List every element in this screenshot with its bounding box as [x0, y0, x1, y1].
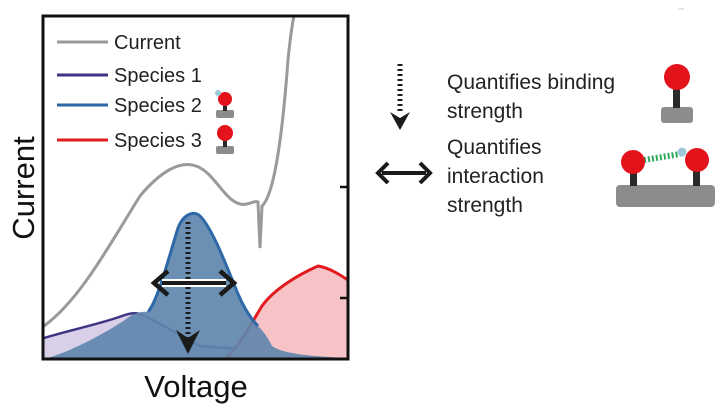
- legend-label-species-1: Species 1: [114, 65, 202, 87]
- double-headed-arrow-icon: [375, 161, 433, 185]
- interaction-note-line-3: strength: [447, 194, 523, 217]
- dotted-down-arrow-icon: [390, 64, 410, 130]
- interaction-arrow-left-head: [150, 269, 170, 297]
- y-axis-label: Current: [6, 136, 41, 240]
- species-2-molecule-icon: [215, 90, 234, 118]
- species-3-area: [44, 266, 348, 360]
- x-axis-label: Voltage: [144, 369, 247, 404]
- binding-note-line-2: strength: [447, 100, 523, 123]
- legend-label-current: Current: [114, 32, 181, 54]
- current-curve: [43, 15, 296, 328]
- legend: Current Species 1 Species 2 Species 3: [57, 32, 202, 152]
- interaction-note-line-1: Quantifies: [447, 136, 542, 159]
- interaction-arrow-right-head: [218, 269, 238, 297]
- interacting-molecules-on-surface-icon: [616, 147, 715, 207]
- binding-note-line-1: Quantifies binding: [447, 71, 615, 94]
- species-3-molecule-icon: [216, 125, 234, 154]
- species-2-line: [146, 212, 260, 328]
- legend-label-species-2: Species 2: [114, 95, 202, 117]
- binding-arrow-head: [176, 330, 200, 354]
- interaction-note-line-2: interaction: [447, 165, 544, 188]
- legend-label-species-3: Species 3: [114, 130, 202, 152]
- single-molecule-on-surface-icon: [661, 64, 693, 123]
